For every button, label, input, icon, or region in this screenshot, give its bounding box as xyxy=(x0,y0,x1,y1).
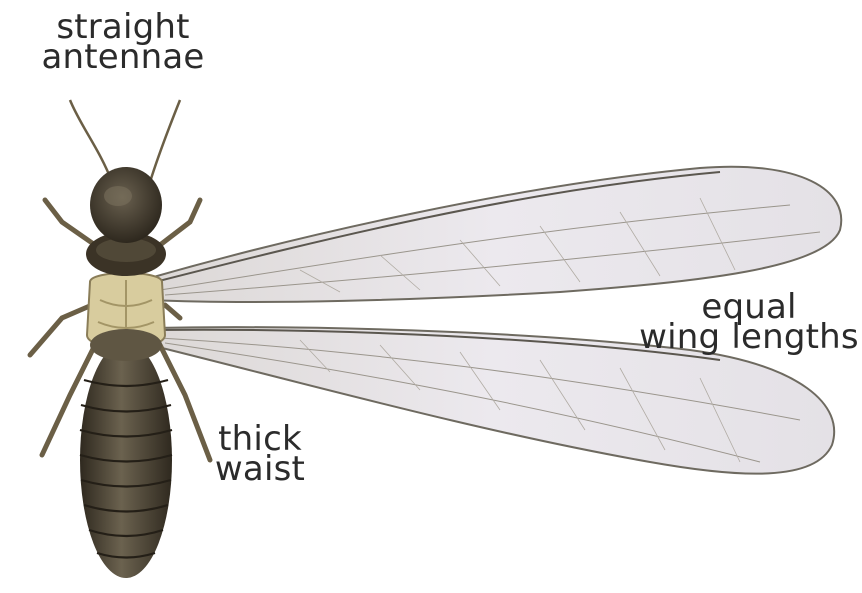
label-straight-antennae: straight antennae xyxy=(18,12,228,72)
antenna-left xyxy=(70,100,112,182)
label-line: wing lengths xyxy=(636,322,862,352)
label-line: waist xyxy=(200,454,320,484)
label-thick-waist: thick waist xyxy=(200,424,320,484)
antenna-right xyxy=(150,100,180,182)
label-equal-wing-lengths: equal wing lengths xyxy=(636,292,862,352)
head xyxy=(90,167,162,243)
abdomen xyxy=(80,342,172,578)
upper-wing xyxy=(150,167,841,302)
label-line: antennae xyxy=(18,42,228,72)
